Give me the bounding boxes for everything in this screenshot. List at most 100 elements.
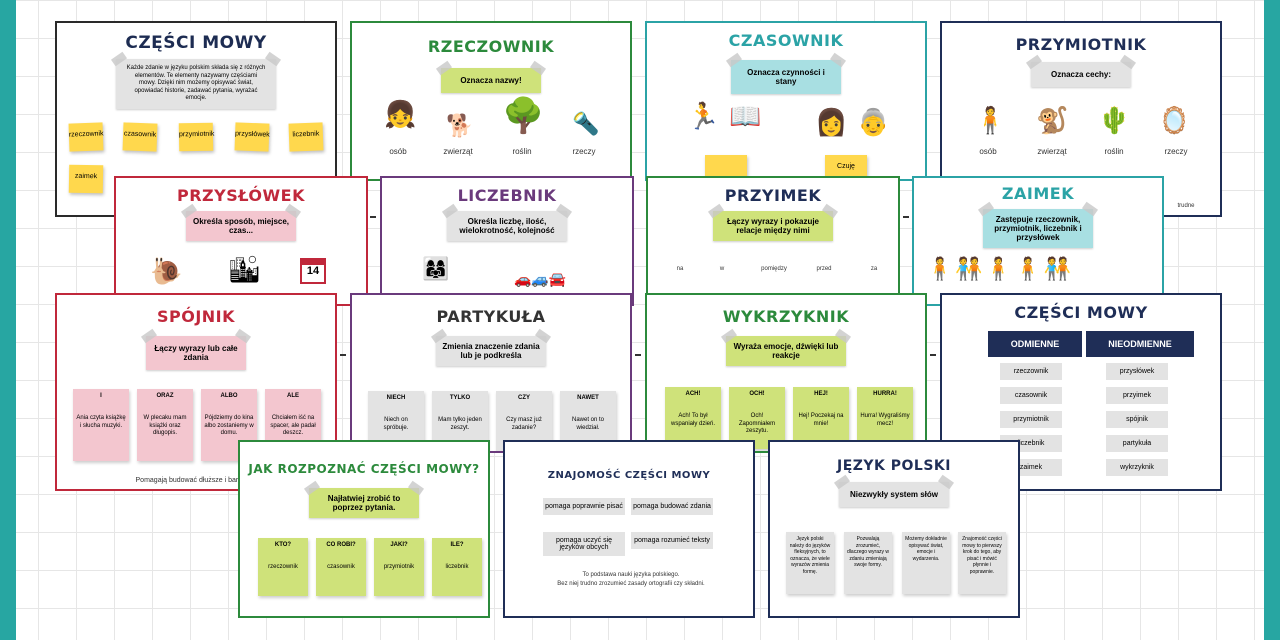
card-liczebnik[interactable]: LICZEBNIK Określa liczbę, ilość, wielokr… (380, 176, 634, 306)
note-head: ILE? (450, 542, 464, 548)
card-zaimek[interactable]: ZAIMEK Zastępuje rzeczownik, przymiotnik… (912, 176, 1164, 306)
word-label: za (870, 266, 878, 272)
card-przyimek[interactable]: PRZYIMEK Łączy wyrazy i pokazuje relacje… (646, 176, 900, 306)
lamp-icon: 🔦 (572, 111, 600, 136)
girl-icon: 👧 (384, 99, 417, 129)
word-label: na (676, 266, 684, 272)
people-arches-icon: 🧍🧑‍🤝‍🧑🧍🧍🧑‍🤝‍🧑 (926, 256, 1073, 281)
note-body: Czy masz już zadanie? (506, 416, 542, 431)
reading-kid-icon: 📖 (729, 101, 762, 131)
benefit-box: pomaga poprawnie pisać (543, 498, 625, 515)
card-title: ZNAJOMOŚĆ CZĘŚCI MOWY (547, 470, 711, 481)
card-jak-rozpoznac[interactable]: JAK ROZPOZNAĆ CZĘŚCI MOWY? Najłatwiej zr… (238, 440, 490, 618)
card-title: PARTYKUŁA (436, 307, 546, 326)
card-title: CZĘŚCI MOWY (125, 33, 267, 53)
footer-text: To podstawa nauki języka polskiego. (582, 572, 680, 578)
note-head: NAWET (577, 395, 599, 401)
question-note: JAKI? przymiotnik (374, 538, 424, 596)
note-head: CZY (518, 395, 530, 401)
item-label: zwierząt (443, 147, 473, 156)
definition-tape: Oznacza nazwy! (441, 68, 541, 93)
sticky-note: przymiotnik (178, 122, 214, 152)
sticky-note: zaimek (68, 164, 104, 194)
list-item: czasownik (1000, 387, 1062, 404)
note-body: W plecaku mam książki oraz długopis. (143, 414, 187, 437)
note-head: ACH! (685, 391, 701, 397)
item-label: rzeczy (1164, 147, 1188, 156)
fact-note: Pozwalają zrozumieć, dlaczego wyrazy w z… (844, 532, 892, 594)
word-label: w (719, 266, 725, 272)
example-note: I Ania czyta książkę i słucha muzyki. (73, 389, 129, 461)
card-czasownik[interactable]: CZASOWNIK Oznacza czynności i stany 🏃 📖 … (645, 21, 927, 181)
card-znajomosc[interactable]: ZNAJOMOŚĆ CZĘŚCI MOWY pomaga poprawnie p… (503, 440, 755, 618)
benefit-box: pomaga rozumieć teksty (631, 532, 713, 549)
card-przyslowek[interactable]: PRZYSŁÓWEK Określa sposób, miejsce, czas… (114, 176, 368, 306)
card-title: LICZEBNIK (457, 186, 557, 205)
cactus-icon: 🌵 (1098, 105, 1131, 135)
list-item: partykuła (1106, 435, 1168, 452)
dog-icon: 🐕 (446, 113, 474, 138)
card-title: PRZYSŁÓWEK (176, 186, 306, 205)
sad-face-icon: 👩 (815, 107, 848, 137)
example-note: HEJ!Hej! Poczekaj na mnie! (793, 387, 849, 449)
note-body: liczebnik (445, 563, 469, 570)
teal-frame-right (1264, 0, 1280, 640)
note-head: I (100, 393, 102, 399)
note-head: TYLKO (449, 395, 471, 401)
card-partykula[interactable]: PARTYKUŁA Zmienia znaczenie zdania lub j… (350, 293, 632, 453)
girl-icon: 🧍 (974, 105, 1007, 135)
question-note: CO ROBI?czasownik (316, 538, 366, 596)
note-head: HEJ! (814, 391, 828, 397)
fact-note: Język polski należy do języków fleksyjny… (786, 532, 834, 594)
footer-text: Pomagają budować dłuższe i bardziej... (135, 477, 259, 484)
note-head: HURRA! (873, 391, 897, 397)
note-head: ORAZ (156, 393, 174, 399)
fact-note: Znajomość części mowy to pierwszy krok d… (958, 532, 1006, 594)
word-label: pomiędzy (761, 266, 787, 272)
card-title: CZĘŚCI MOWY (1014, 303, 1148, 322)
running-kid-icon: 🏃 (687, 101, 720, 131)
definition-tape: Niezwykły system słów (839, 482, 949, 507)
card-wykrzyknik[interactable]: WYKRZYKNIK Wyraża emocje, dźwięki lub re… (645, 293, 927, 453)
snail-icon: 🐌 (150, 256, 183, 286)
question-note: KTO?rzeczownik (258, 538, 308, 596)
connector-dash (903, 216, 909, 218)
card-rzeczownik[interactable]: RZECZOWNIK Oznacza nazwy! 👧 🐕 🌳 🔦 osób z… (350, 21, 632, 181)
definition-tape: Określa sposób, miejsce, czas... (186, 211, 296, 241)
note-body: przymiotnik (383, 563, 415, 570)
note-head: NIECH (386, 395, 406, 401)
note-head: JAKI? (390, 542, 408, 548)
card-jezyk-polski[interactable]: JĘZYK POLSKI Niezwykły system słów Język… (768, 440, 1020, 618)
definition-tape: Łączy wyrazy lub całe zdania (146, 336, 246, 370)
sticky-note: czasownik (122, 122, 158, 152)
sticky-note: rzeczownik (68, 122, 104, 152)
note-head: ALE (287, 393, 299, 399)
connector-dash (635, 354, 641, 356)
calendar-day: 14 (306, 265, 320, 277)
list-item: rzeczownik (1000, 363, 1062, 380)
card-title: PRZYIMEK (724, 186, 822, 205)
question-note: ILE? liczebnik (432, 538, 482, 596)
note-body: Nawet on to wiedział. (571, 416, 605, 431)
sticky-note: liczebnik (288, 122, 324, 152)
note-body: Pójdziemy do kina albo zostaniemy w domu… (204, 414, 254, 437)
note-head: OCH! (749, 391, 765, 397)
definition-tape: Oznacza cechy: (1031, 62, 1131, 87)
footer-text: Bez niej trudno zrozumieć zasady ortogra… (557, 581, 705, 587)
definition-tape: Określa liczbę, ilość, wielokrotność, ko… (447, 211, 567, 241)
card-title: JAK ROZPOZNAĆ CZĘŚCI MOWY? (248, 462, 480, 476)
definition-tape: Wyraża emocje, dźwięki lub reakcje (726, 336, 846, 366)
card-title: RZECZOWNIK (427, 37, 555, 56)
teal-frame-left (0, 0, 16, 640)
item-label: zwierząt (1037, 147, 1067, 156)
card-czesci-mowy-summary[interactable]: CZĘŚCI MOWY ODMIENNE NIEODMIENNE rzeczow… (940, 293, 1222, 491)
note-body: Ania czyta książkę i słucha muzyki. (76, 414, 126, 429)
list-item: przyimek (1106, 387, 1168, 404)
definition-tape: Najłatwiej zrobić to poprzez pytania. (309, 488, 419, 518)
list-item: przysłówek (1106, 363, 1168, 380)
note-head: CO ROBI? (326, 542, 356, 548)
item-label: osób (389, 147, 407, 156)
column-header-odmienne: ODMIENNE (988, 331, 1082, 357)
column-header-nieodmienne: NIEODMIENNE (1086, 331, 1194, 357)
fact-note: Możemy dokładnie opisywać świat, emocje … (902, 532, 950, 594)
